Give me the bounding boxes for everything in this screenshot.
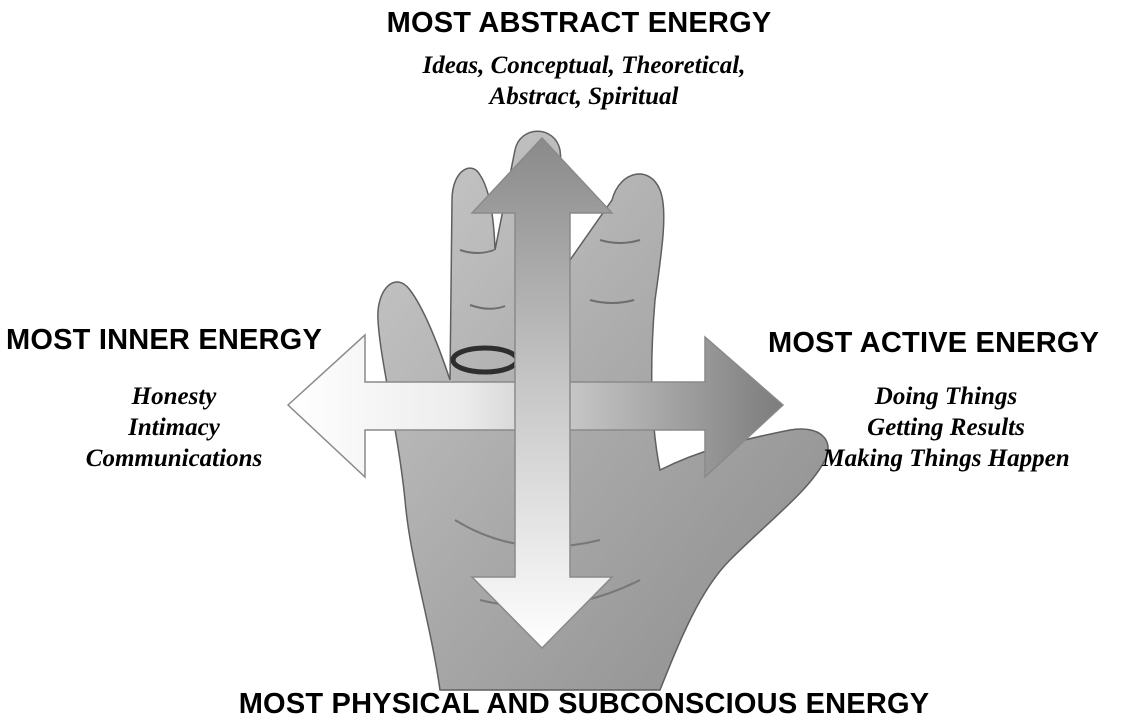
- right-line-2: Getting Results: [867, 414, 1025, 441]
- left-line-3: Communications: [85, 445, 263, 472]
- left-line-1: Honesty: [131, 383, 217, 410]
- vertical-double-arrow: [470, 136, 614, 650]
- top-line-1: Ideas, Conceptual, Theoretical,: [422, 52, 746, 79]
- top-heading: MOST ABSTRACT ENERGY: [386, 7, 772, 39]
- bottom-heading: MOST PHYSICAL AND SUBCONSCIOUS ENERGY: [238, 688, 930, 720]
- top-description: Ideas, Conceptual, Theoretical, Abstract…: [0, 50, 1138, 112]
- right-line-3: Making Things Happen: [822, 445, 1070, 472]
- left-heading: MOST INNER ENERGY: [6, 324, 322, 356]
- left-description: Honesty Intimacy Communications: [44, 381, 304, 474]
- top-line-2: Abstract, Spiritual: [489, 83, 679, 110]
- left-line-2: Intimacy: [128, 414, 220, 441]
- right-line-1: Doing Things: [874, 383, 1018, 410]
- right-description: Doing Things Getting Results Making Thin…: [776, 381, 1116, 474]
- right-heading: MOST ACTIVE ENERGY: [768, 327, 1100, 359]
